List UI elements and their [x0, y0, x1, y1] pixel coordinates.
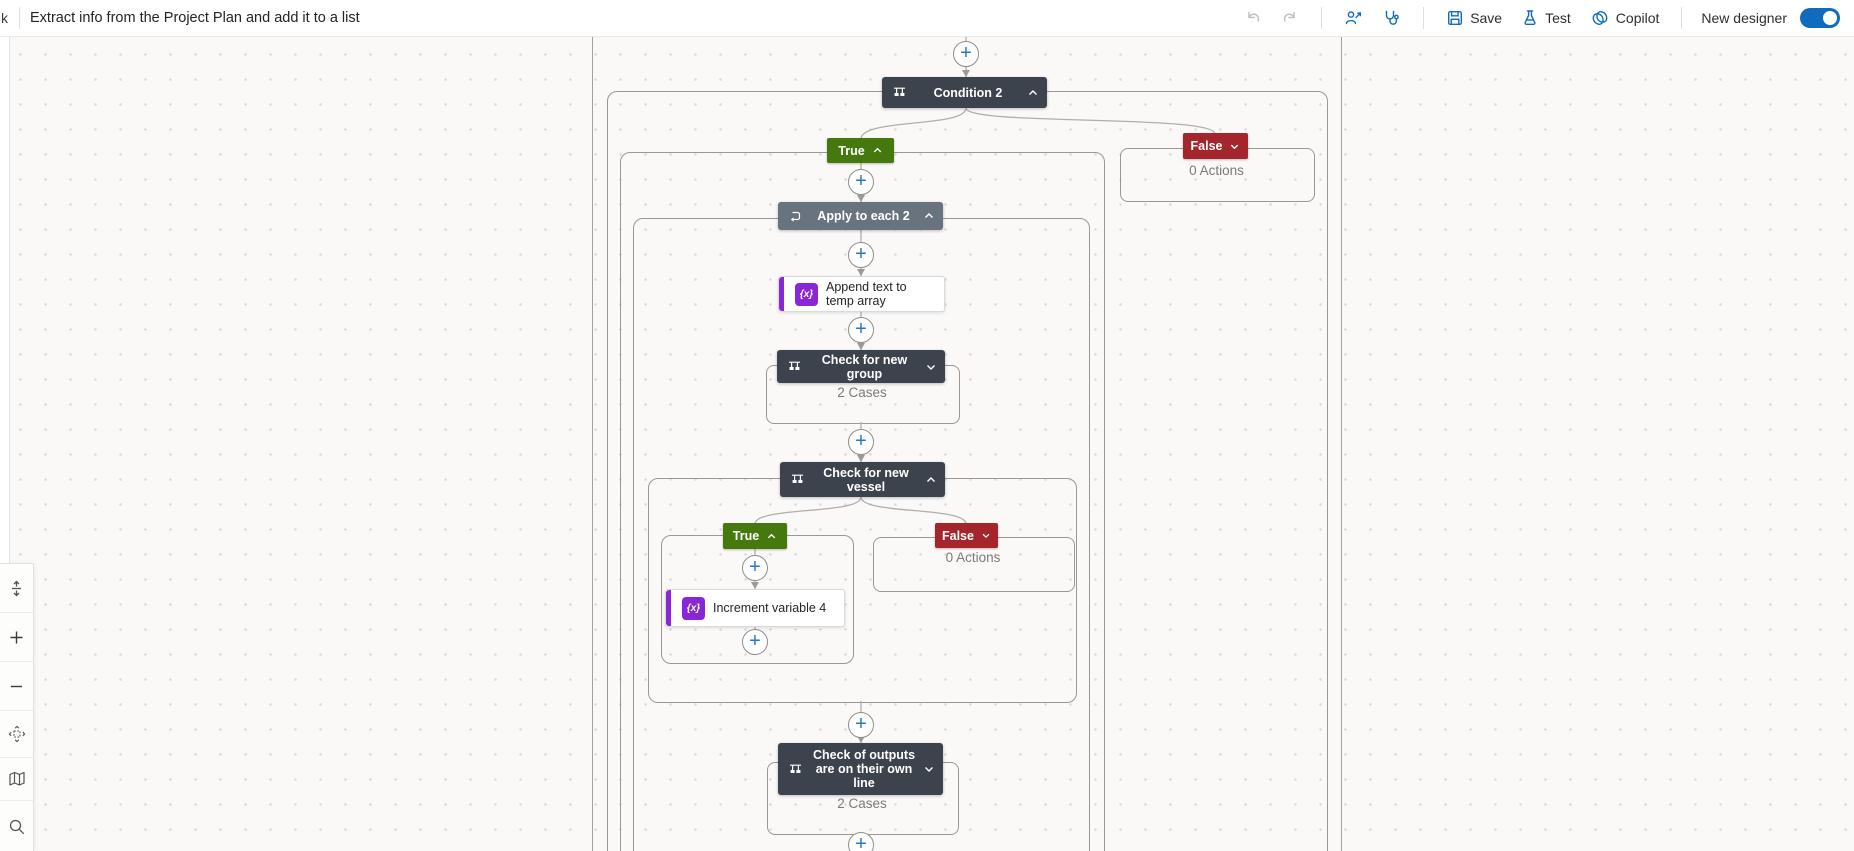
condition-icon	[892, 85, 907, 100]
header-divider	[1321, 7, 1323, 29]
action-title: Check for new group	[821, 352, 908, 381]
map-icon	[8, 771, 25, 786]
branch-label: False	[942, 528, 974, 543]
fit-view-button[interactable]	[0, 564, 33, 614]
action-condition-2[interactable]: Condition 2	[882, 77, 1047, 108]
pan-mode-button[interactable]	[0, 711, 33, 758]
chevron-up-icon[interactable]	[1027, 87, 1039, 99]
redo-button[interactable]	[1278, 7, 1302, 29]
minimap-button[interactable]	[0, 758, 33, 802]
card-accent-bar	[666, 590, 671, 626]
chevron-down-icon[interactable]	[923, 763, 935, 775]
redo-icon	[1284, 11, 1295, 22]
action-title: Check for new vessel	[823, 465, 909, 494]
insert-action-button[interactable]: +	[848, 712, 874, 738]
copilot-button[interactable]: Copilot	[1587, 6, 1663, 30]
chevron-down-icon	[1231, 144, 1239, 149]
insert-action-button[interactable]: +	[742, 629, 768, 655]
action-title: Append text to temp array	[826, 280, 907, 308]
new-designer-label: New designer	[1701, 10, 1787, 26]
branch-label: True	[838, 143, 865, 158]
outer-scope-rails	[592, 36, 1342, 851]
collaborate-icon	[1345, 10, 1362, 24]
canvas-zoom-toolbar	[0, 563, 34, 851]
switch-icon	[788, 762, 803, 777]
flow-canvas[interactable]: + + + + + + + + + Condition 2 True False…	[0, 36, 1854, 851]
insert-action-button[interactable]: +	[848, 429, 874, 455]
insert-action-button[interactable]: +	[848, 317, 874, 343]
search-icon	[9, 819, 24, 835]
cond2-true-branch-button[interactable]: True	[827, 138, 894, 163]
insert-action-button[interactable]: +	[848, 169, 874, 195]
toggle-knob	[1823, 11, 1837, 25]
variables-icon: {x}	[795, 282, 818, 306]
action-title: Apply to each 2	[817, 209, 910, 223]
plus-icon	[10, 631, 23, 644]
action-check-of-outputs[interactable]: Check of outputs are on their own line	[778, 743, 943, 795]
back-link-fragment[interactable]: k	[1, 10, 8, 26]
flow-title: Extract info from the Project Plan and a…	[30, 10, 360, 26]
action-check-for-new-vessel[interactable]: Check for new vessel	[780, 462, 945, 497]
action-title: Increment variable 4	[713, 601, 827, 615]
chevron-down-icon	[982, 533, 990, 539]
condition-icon	[790, 472, 805, 487]
save-icon	[1448, 11, 1463, 26]
copilot-icon	[1592, 11, 1608, 25]
chevron-up-icon	[768, 533, 776, 538]
zoom-out-button[interactable]	[0, 662, 33, 712]
connector-lines	[751, 36, 1216, 851]
copilot-label: Copilot	[1615, 10, 1660, 26]
save-button[interactable]: Save	[1443, 7, 1505, 29]
cond2-false-empty-label: 0 Actions	[1189, 163, 1244, 178]
stethoscope-icon	[1385, 10, 1399, 25]
action-increment-variable-4[interactable]: {x} Increment variable 4	[665, 589, 845, 627]
vessel-false-branch-button[interactable]: False	[935, 523, 998, 548]
save-label: Save	[1470, 10, 1503, 26]
test-button[interactable]: Test	[1518, 7, 1574, 29]
chevron-up-icon	[873, 147, 881, 153]
cond2-false-branch-button[interactable]: False	[1183, 133, 1248, 159]
undo-icon	[1248, 11, 1260, 22]
fit-height-icon	[12, 580, 21, 596]
collapsed-left-panel	[0, 36, 10, 851]
new-designer-toggle[interactable]	[1800, 8, 1840, 28]
undo-button[interactable]	[1241, 7, 1265, 29]
action-check-for-new-group[interactable]: Check for new group	[777, 350, 945, 383]
loop-icon	[788, 209, 802, 223]
app-header: k Extract info from the Project Plan and…	[0, 0, 1854, 37]
pan-move-icon	[8, 725, 25, 743]
insert-action-button[interactable]: +	[848, 242, 874, 268]
test-label: Test	[1545, 10, 1571, 26]
header-divider	[19, 7, 20, 29]
action-title: Check of outputs are on their own line	[812, 748, 916, 790]
chevron-down-icon[interactable]	[925, 361, 937, 373]
insert-action-button[interactable]: +	[848, 832, 874, 851]
branch-label: False	[1190, 139, 1223, 153]
insert-action-button[interactable]: +	[953, 41, 979, 67]
variables-icon: {x}	[682, 596, 705, 620]
check-outputs-cases-label: 2 Cases	[837, 796, 887, 811]
action-apply-to-each-2[interactable]: Apply to each 2	[778, 202, 943, 230]
vessel-true-branch-button[interactable]: True	[723, 523, 787, 549]
branch-label: True	[732, 529, 760, 543]
chevron-up-icon[interactable]	[925, 474, 937, 486]
insert-action-button[interactable]: +	[742, 555, 768, 581]
check-group-cases-label: 2 Cases	[837, 385, 887, 400]
zoom-in-button[interactable]	[0, 613, 33, 663]
flask-icon	[1524, 10, 1536, 26]
header-divider	[1423, 7, 1425, 29]
card-accent-bar	[779, 277, 784, 311]
switch-icon	[787, 359, 802, 374]
vessel-false-empty-label: 0 Actions	[945, 550, 1001, 565]
minus-icon	[11, 685, 22, 687]
collaborate-button[interactable]	[1341, 7, 1366, 30]
flow-checker-button[interactable]	[1379, 7, 1404, 30]
header-divider	[1681, 7, 1683, 29]
action-title: Condition 2	[933, 85, 1003, 100]
chevron-up-icon[interactable]	[923, 210, 935, 222]
action-append-text-to-temp-array[interactable]: {x} Append text to temp array	[778, 276, 945, 312]
search-button[interactable]	[0, 801, 33, 851]
